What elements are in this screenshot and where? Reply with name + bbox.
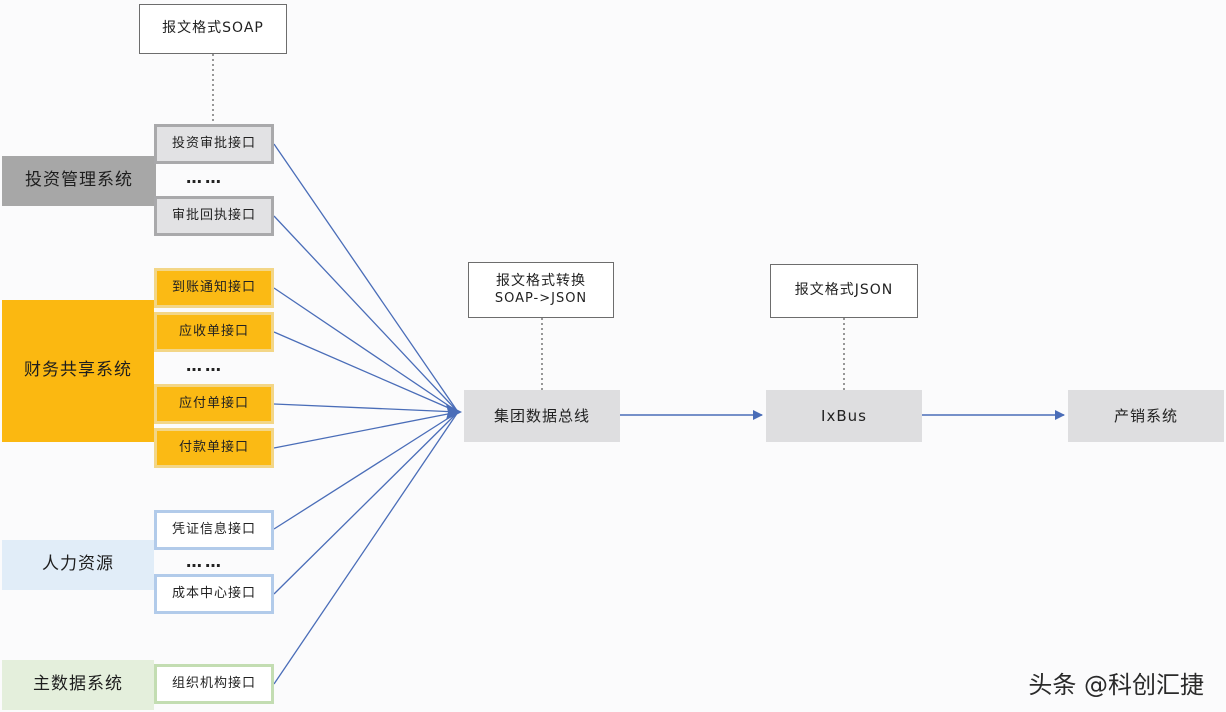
finance-ellipsis: ……: [186, 356, 224, 375]
link-invest-approval: [273, 143, 459, 413]
link-receivable: [273, 331, 459, 413]
system-invest-label: 投资管理系统: [25, 170, 133, 191]
interface-voucher-info: 凭证信息接口: [154, 510, 274, 550]
system-invest-management: 投资管理系统: [2, 156, 156, 206]
note-json-format: 报文格式JSON: [770, 264, 918, 318]
link-cost-center: [273, 411, 459, 595]
note-conversion-line1: 报文格式转换: [496, 273, 586, 290]
link-payment: [273, 411, 459, 449]
bus-inbound-arrowhead: [446, 404, 462, 420]
system-finance-shared: 财务共享系统: [2, 300, 154, 442]
interface-cost-center: 成本中心接口: [154, 574, 274, 614]
link-payable: [273, 403, 459, 413]
interface-voucher-info-label: 凭证信息接口: [171, 521, 256, 537]
interface-receivable-label: 应收单接口: [178, 323, 249, 339]
node-ixbus-label: IxBus: [821, 406, 867, 425]
interface-invest-approval: 投资审批接口: [154, 124, 274, 164]
watermark: 头条 @科创汇捷: [1028, 671, 1204, 699]
interface-cost-center-label: 成本中心接口: [171, 585, 256, 601]
node-group-data-bus-label: 集团数据总线: [493, 406, 590, 425]
system-human-resources: 人力资源: [2, 540, 154, 590]
system-master-data: 主数据系统: [2, 660, 154, 710]
link-voucher: [273, 411, 459, 530]
system-finance-label: 财务共享系统: [24, 360, 132, 381]
interface-org-structure-label: 组织机构接口: [171, 675, 256, 691]
interface-payment-label: 付款单接口: [178, 439, 249, 455]
link-arrival-notice: [273, 287, 459, 413]
interface-payable-label: 应付单接口: [178, 395, 249, 411]
hr-ellipsis: ……: [186, 552, 224, 571]
interface-arrival-notice-label: 到账通知接口: [171, 279, 256, 295]
link-approval-receipt: [273, 215, 459, 413]
interface-org-structure: 组织机构接口: [154, 664, 274, 704]
interface-payable: 应付单接口: [154, 384, 274, 424]
interface-approval-receipt: 审批回执接口: [154, 196, 274, 236]
node-production-sales-label: 产销系统: [1113, 406, 1178, 425]
node-group-data-bus: 集团数据总线: [464, 390, 620, 442]
note-format-conversion: 报文格式转换 SOAP->JSON: [468, 262, 614, 318]
interface-receivable: 应收单接口: [154, 312, 274, 352]
link-org-structure: [273, 411, 459, 685]
node-production-sales-system: 产销系统: [1068, 390, 1224, 442]
interface-arrival-notice: 到账通知接口: [154, 268, 274, 308]
note-soap-format-text: 报文格式SOAP: [162, 20, 264, 37]
note-json-format-text: 报文格式JSON: [794, 282, 894, 299]
interface-payment: 付款单接口: [154, 428, 274, 468]
note-conversion-line2: SOAP->JSON: [494, 290, 588, 306]
system-master-label: 主数据系统: [33, 674, 123, 695]
invest-ellipsis: ……: [186, 168, 224, 187]
system-hr-label: 人力资源: [42, 554, 114, 575]
interface-invest-approval-label: 投资审批接口: [171, 135, 256, 151]
node-ixbus: IxBus: [766, 390, 922, 442]
note-soap-format: 报文格式SOAP: [139, 4, 287, 54]
interface-approval-receipt-label: 审批回执接口: [171, 207, 256, 223]
